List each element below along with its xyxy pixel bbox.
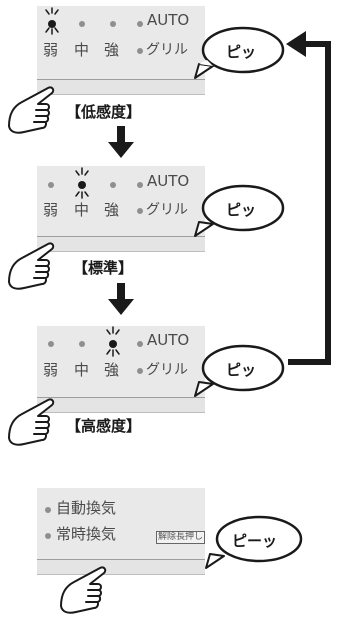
indicator-mid-lit xyxy=(78,181,86,189)
panel-strip xyxy=(37,559,205,574)
lit-rays-icon xyxy=(75,167,89,199)
label-mid: 中 xyxy=(74,41,90,59)
pointing-hand-icon xyxy=(60,566,107,614)
step-label-low: 【低感度】 xyxy=(66,103,142,121)
panel-strip xyxy=(37,236,205,251)
label-auto: AUTO xyxy=(147,172,190,190)
indicator-weak xyxy=(48,182,54,188)
label-strong: 強 xyxy=(104,201,120,219)
setting-panel-low: AUTO 弱 中 強 グリル xyxy=(37,6,205,95)
indicator-strong-lit xyxy=(109,340,117,348)
indicator-auto-vent xyxy=(45,507,51,513)
long-press-badge: 解除長押し xyxy=(156,531,205,544)
setting-panel-standard: AUTO 弱 中 強 グリル xyxy=(37,166,205,252)
vent-panel: 自動換気 常時換気 解除長押し xyxy=(37,488,205,575)
indicator-grill xyxy=(137,208,143,214)
panel-strip xyxy=(37,79,205,94)
label-auto: AUTO xyxy=(147,331,190,349)
indicator-weak-lit xyxy=(48,20,56,28)
lit-rays-icon xyxy=(45,7,59,35)
label-auto: AUTO xyxy=(147,11,190,29)
indicator-mid xyxy=(79,341,85,347)
lit-rays-icon xyxy=(106,326,120,357)
label-mid: 中 xyxy=(74,201,90,219)
bubble-text: ピーッ xyxy=(232,532,278,550)
label-constant-vent: 常時換気 xyxy=(56,525,117,543)
arrow-down-icon xyxy=(108,126,134,158)
indicator-auto xyxy=(137,21,143,27)
indicator-constant-vent xyxy=(45,533,51,539)
indicator-strong xyxy=(110,21,116,27)
label-strong: 強 xyxy=(104,41,120,59)
step-label-standard: 【標準】 xyxy=(73,259,134,277)
label-grill: グリル xyxy=(146,362,188,378)
pointing-hand-icon xyxy=(8,242,55,290)
bubble-text: ピッ xyxy=(226,43,257,61)
speech-bubble-long-beep xyxy=(205,515,303,569)
label-auto-vent: 自動換気 xyxy=(56,499,117,517)
label-weak: 弱 xyxy=(43,201,59,219)
indicator-strong xyxy=(110,182,116,188)
setting-panel-high: AUTO 弱 中 強 グリル xyxy=(37,326,205,413)
indicator-mid xyxy=(79,21,85,27)
speech-bubble-beep xyxy=(194,184,285,237)
bubble-text: ピッ xyxy=(226,361,257,379)
arrow-down-icon xyxy=(108,283,134,315)
bubble-text: ピッ xyxy=(226,201,257,219)
label-strong: 強 xyxy=(104,361,120,379)
pointing-hand-icon xyxy=(8,398,55,446)
indicator-grill xyxy=(137,368,143,374)
panel-strip xyxy=(37,397,205,412)
speech-bubble-beep xyxy=(194,344,285,397)
step-label-high: 【高感度】 xyxy=(66,417,142,435)
label-mid: 中 xyxy=(74,361,90,379)
loop-back-arrow-icon xyxy=(286,31,331,365)
indicator-grill xyxy=(137,48,143,54)
indicator-weak xyxy=(48,341,54,347)
speech-bubble-beep xyxy=(194,26,285,79)
label-weak: 弱 xyxy=(43,41,59,59)
label-weak: 弱 xyxy=(43,361,59,379)
pointing-hand-icon xyxy=(8,86,55,134)
indicator-auto xyxy=(137,182,143,188)
label-grill: グリル xyxy=(146,42,188,58)
label-grill: グリル xyxy=(146,202,188,218)
indicator-auto xyxy=(137,341,143,347)
